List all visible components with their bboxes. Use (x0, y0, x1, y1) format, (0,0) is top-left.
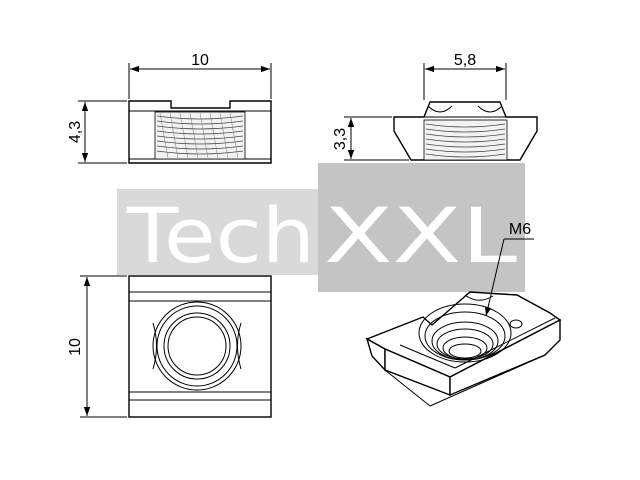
watermark: Tech XXL (117, 163, 525, 292)
dim-side-width: 5,8 (454, 52, 476, 69)
thread-label: M6 (509, 221, 531, 238)
top-view: 10 (67, 275, 272, 418)
side-view: 5,8 3,3 (332, 52, 538, 161)
dim-top-height: 10 (67, 338, 84, 356)
dim-front-height: 4,3 (67, 121, 84, 143)
isometric-view: M6 (365, 221, 562, 407)
dim-front-width: 10 (191, 52, 209, 69)
thread-hatching-front (156, 112, 244, 159)
front-view: 10 4,3 (67, 52, 272, 164)
watermark-xxl-text: XXL (324, 191, 517, 280)
dim-side-height: 3,3 (332, 128, 349, 150)
watermark-dark-box (318, 163, 525, 292)
thread-hatching-side (425, 123, 506, 158)
watermark-light-box (117, 189, 320, 275)
watermark-tech-text: Tech (126, 191, 315, 280)
